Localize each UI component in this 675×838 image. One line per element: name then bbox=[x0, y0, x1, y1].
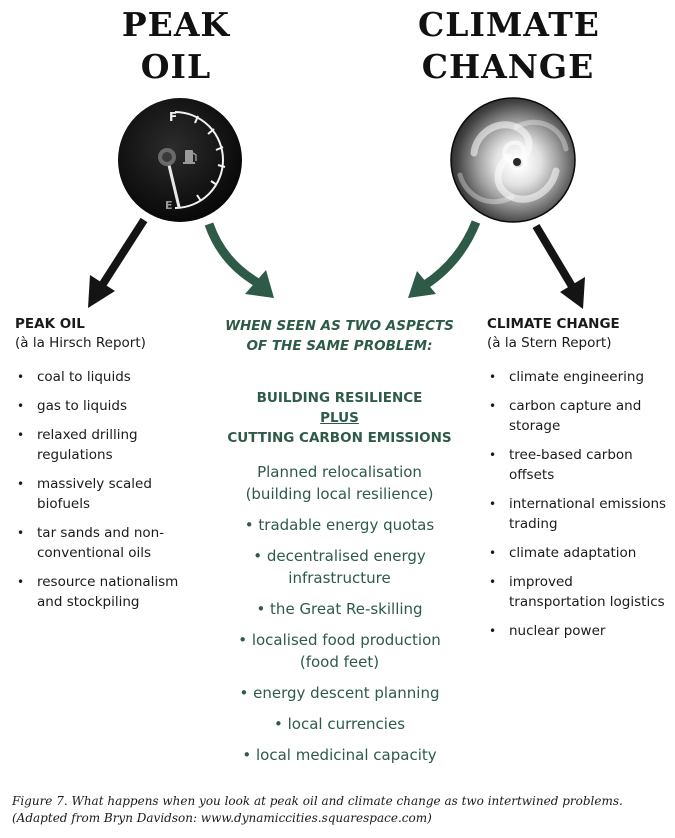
list-item-line: • local currencies bbox=[273, 715, 406, 733]
list-item-line: • the Great Re-skilling bbox=[256, 600, 423, 618]
intro-line: OF THE SAME PROBLEM: bbox=[246, 338, 433, 354]
gauge-empty-label: E bbox=[165, 199, 173, 212]
list-item: tree-based carbon offsets bbox=[487, 445, 672, 485]
list-item: climate engineering bbox=[487, 367, 672, 387]
fuel-gauge-icon: F E bbox=[118, 98, 242, 222]
arrow-peak-oil-to-center bbox=[204, 222, 274, 298]
list-item: • tradable energy quotas bbox=[212, 514, 467, 536]
combined-list: Planned relocalisation (building local r… bbox=[212, 461, 467, 766]
list-item: gas to liquids bbox=[15, 396, 205, 416]
list-item: • local currencies bbox=[212, 713, 467, 735]
climate-change-column: CLIMATE CHANGE (à la Stern Report) clima… bbox=[487, 316, 672, 650]
key-plus: PLUS bbox=[320, 410, 359, 426]
peak-oil-title-line: OIL bbox=[140, 47, 212, 86]
stern-report-subheading: (à la Stern Report) bbox=[487, 335, 612, 351]
key-line: CUTTING CARBON EMISSIONS bbox=[227, 430, 452, 446]
list-item-line: • decentralised energy bbox=[253, 547, 426, 565]
climate-change-title: CLIMATE CHANGE bbox=[418, 4, 600, 88]
combined-solution-column: WHEN SEEN AS TWO ASPECTS OF THE SAME PRO… bbox=[212, 316, 467, 775]
list-item: international emissions trading bbox=[487, 494, 672, 534]
list-item: improved transportation logistics bbox=[487, 572, 672, 612]
caption-line: Figure 7. What happens when you look at … bbox=[12, 794, 623, 808]
peak-oil-title-line: PEAK bbox=[121, 5, 231, 44]
list-item: carbon capture and storage bbox=[487, 396, 672, 436]
list-item-line: Planned relocalisation bbox=[257, 463, 422, 481]
list-item: • energy descent planning bbox=[212, 682, 467, 704]
climate-change-title-line: CLIMATE bbox=[418, 5, 600, 44]
list-item: resource nationalism and stockpiling bbox=[15, 572, 205, 612]
combined-key-message: BUILDING RESILIENCE PLUS CUTTING CARBON … bbox=[212, 388, 467, 448]
peak-oil-column: PEAK OIL (à la Hirsch Report) coal to li… bbox=[15, 316, 205, 621]
arrow-peak-oil-down bbox=[88, 217, 148, 308]
list-item: nuclear power bbox=[487, 621, 672, 641]
key-line: BUILDING RESILIENCE bbox=[256, 390, 423, 406]
climate-change-title-line: CHANGE bbox=[421, 47, 595, 86]
climate-change-list: climate engineering carbon capture and s… bbox=[487, 367, 672, 641]
caption-line: (Adapted from Bryn Davidson: www.dynamic… bbox=[12, 811, 432, 825]
hurricane-icon bbox=[450, 97, 576, 223]
list-item: relaxed drilling regulations bbox=[15, 425, 205, 465]
peak-oil-title: PEAK OIL bbox=[96, 4, 256, 88]
peak-oil-heading: PEAK OIL bbox=[15, 316, 85, 332]
list-item: climate adaptation bbox=[487, 543, 672, 563]
climate-change-heading: CLIMATE CHANGE bbox=[487, 316, 620, 332]
hirsch-report-subheading: (à la Hirsch Report) bbox=[15, 335, 146, 351]
list-item-line: • energy descent planning bbox=[239, 684, 440, 702]
combined-intro: WHEN SEEN AS TWO ASPECTS OF THE SAME PRO… bbox=[212, 316, 467, 356]
list-item-line: • localised food production bbox=[238, 631, 441, 649]
arrows-diagram bbox=[88, 217, 585, 309]
gauge-full-label: F bbox=[169, 110, 177, 124]
list-item: • decentralised energy infrastructure bbox=[212, 545, 467, 589]
list-item-line: infrastructure bbox=[288, 569, 391, 587]
list-item-line: • local medicinal capacity bbox=[242, 746, 437, 764]
list-item: • the Great Re-skilling bbox=[212, 598, 467, 620]
figure-caption: Figure 7. What happens when you look at … bbox=[12, 793, 667, 827]
list-item: tar sands and non-conventional oils bbox=[15, 523, 205, 563]
list-item-line: (food feet) bbox=[299, 653, 380, 671]
arrow-climate-to-center bbox=[408, 220, 481, 298]
list-item: coal to liquids bbox=[15, 367, 205, 387]
fuel-pump-icon bbox=[183, 150, 197, 164]
list-item: massively scaled biofuels bbox=[15, 474, 205, 514]
peak-oil-list: coal to liquids gas to liquids relaxed d… bbox=[15, 367, 205, 612]
list-item: • local medicinal capacity bbox=[212, 744, 467, 766]
list-item-line: • tradable energy quotas bbox=[244, 516, 435, 534]
list-item: • localised food production (food feet) bbox=[212, 629, 467, 673]
list-item: Planned relocalisation (building local r… bbox=[212, 461, 467, 505]
list-item-line: (building local resilience) bbox=[245, 485, 434, 503]
arrow-climate-change-down bbox=[532, 223, 585, 309]
intro-line: WHEN SEEN AS TWO ASPECTS bbox=[225, 318, 454, 334]
